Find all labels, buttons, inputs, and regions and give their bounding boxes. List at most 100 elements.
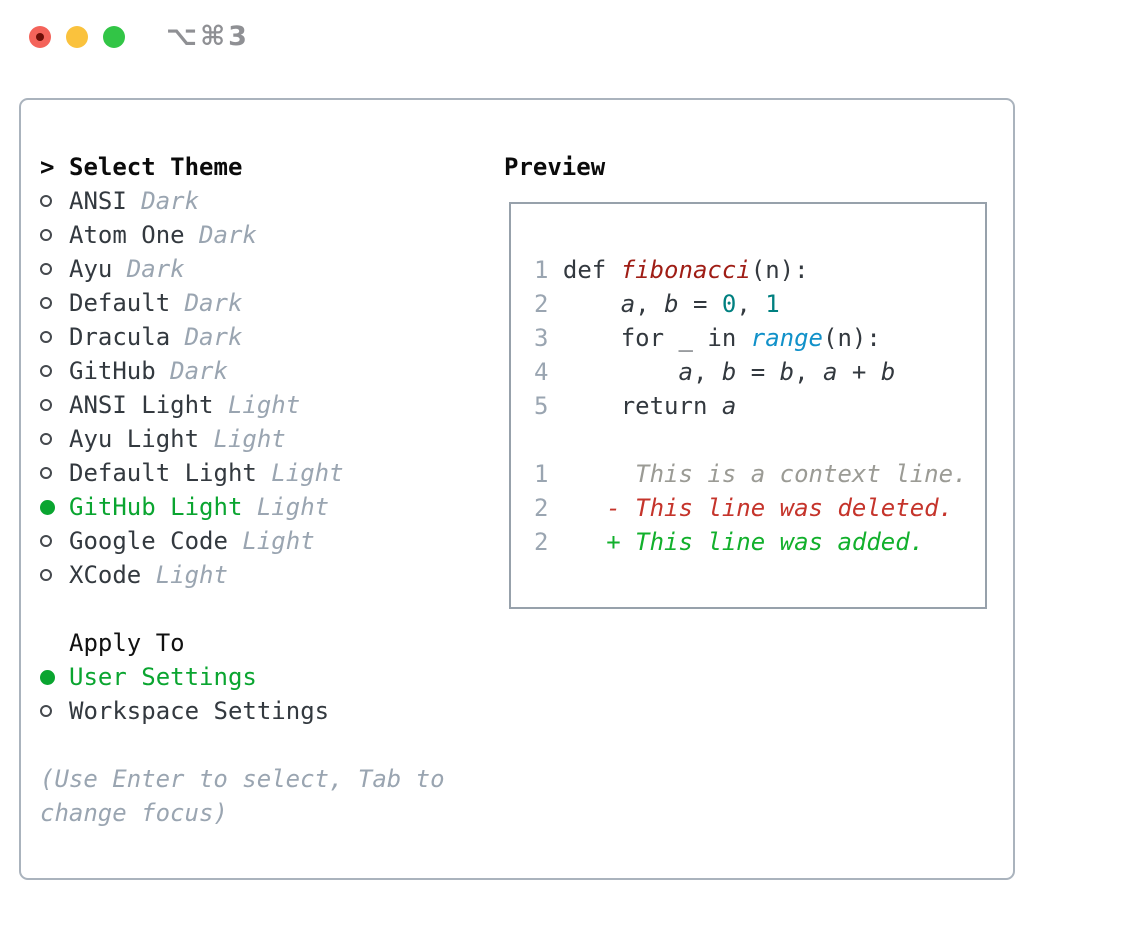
radio-cell bbox=[40, 524, 69, 558]
radio-cell bbox=[40, 660, 69, 694]
theme-variant: Light bbox=[242, 493, 330, 521]
code-token: = bbox=[678, 290, 722, 318]
radio-cell bbox=[40, 558, 69, 592]
code-token: , bbox=[736, 290, 766, 318]
code-token: (n): bbox=[750, 256, 809, 284]
theme-option[interactable]: GitHub Dark bbox=[40, 354, 445, 388]
code-token: = bbox=[736, 358, 780, 386]
radio-icon bbox=[40, 331, 52, 343]
theme-option[interactable]: Ayu Dark bbox=[40, 252, 445, 286]
hint-text: change focus) bbox=[40, 799, 228, 827]
code-token: range bbox=[750, 324, 823, 352]
apply-to-option[interactable]: Workspace Settings bbox=[40, 694, 445, 728]
theme-option[interactable]: GitHub Light Light bbox=[40, 490, 445, 524]
line-number: 3 bbox=[534, 324, 549, 352]
radio-icon bbox=[40, 195, 52, 207]
theme-option[interactable]: Dracula Dark bbox=[40, 320, 445, 354]
gutter-space bbox=[548, 324, 562, 352]
code-line: 4 a, b = b, a + b bbox=[534, 355, 967, 389]
radio-cell bbox=[40, 694, 69, 728]
theme-option[interactable]: Default Dark bbox=[40, 286, 445, 320]
theme-variant: Dark bbox=[170, 289, 243, 317]
theme-variant: Light bbox=[256, 459, 344, 487]
theme-label: ANSI bbox=[69, 187, 127, 215]
minimize-button[interactable] bbox=[66, 26, 88, 48]
theme-variant: Light bbox=[141, 561, 228, 589]
code-token: 1 bbox=[765, 290, 780, 318]
code-token bbox=[563, 358, 679, 386]
code-token: def bbox=[562, 256, 621, 284]
radio-icon bbox=[40, 467, 52, 479]
code-token: + bbox=[837, 358, 881, 386]
radio-icon bbox=[40, 705, 52, 717]
gutter-space bbox=[548, 392, 562, 420]
theme-variant: Dark bbox=[170, 323, 243, 351]
close-button[interactable] bbox=[29, 26, 51, 48]
code-token: b bbox=[664, 290, 679, 318]
theme-option[interactable]: ANSI Light Light bbox=[40, 388, 445, 422]
code-token: a bbox=[721, 392, 737, 420]
gutter-space bbox=[548, 256, 562, 284]
apply-to-header: Apply To bbox=[40, 626, 445, 660]
preview-title: Preview bbox=[504, 153, 606, 181]
radio-icon bbox=[40, 399, 52, 411]
code-token: a bbox=[678, 358, 693, 386]
theme-label: Google Code bbox=[69, 527, 228, 555]
gutter-space bbox=[548, 290, 562, 318]
radio-icon bbox=[40, 433, 52, 445]
apply-option-label: Workspace Settings bbox=[69, 697, 330, 725]
menu-spacer bbox=[40, 728, 445, 762]
code-token: - This line was deleted. bbox=[562, 494, 954, 522]
theme-option[interactable]: XCode Light bbox=[40, 558, 445, 592]
radio-cell bbox=[40, 456, 69, 490]
theme-option[interactable]: Atom One Dark bbox=[40, 218, 445, 252]
theme-variant: Light bbox=[213, 391, 301, 419]
theme-label: Default Light bbox=[69, 459, 257, 487]
header-prefix-cell: > bbox=[40, 150, 69, 184]
theme-variant: Dark bbox=[184, 221, 257, 249]
theme-option[interactable]: Google Code Light bbox=[40, 524, 445, 558]
line-number: 4 bbox=[534, 358, 549, 386]
keyboard-hint: change focus) bbox=[40, 796, 445, 830]
radio-cell bbox=[40, 320, 69, 354]
theme-option[interactable]: Ayu Light Light bbox=[40, 422, 445, 456]
theme-option[interactable]: ANSI Dark bbox=[40, 184, 445, 218]
code-token: , bbox=[635, 290, 665, 318]
gutter-space bbox=[548, 494, 562, 522]
radio-icon bbox=[40, 229, 52, 241]
radio-selected-icon bbox=[40, 499, 55, 515]
theme-variant: Light bbox=[199, 425, 286, 453]
code-token: b bbox=[779, 358, 795, 386]
diff-line: 2 + This line was added. bbox=[534, 525, 967, 559]
code-token bbox=[563, 290, 621, 318]
theme-option[interactable]: Default Light Light bbox=[40, 456, 445, 490]
theme-variant: Dark bbox=[112, 255, 185, 283]
radio-icon bbox=[40, 297, 52, 309]
radio-cell bbox=[40, 286, 69, 320]
apply-to-option[interactable]: User Settings bbox=[40, 660, 445, 694]
code-token: , bbox=[692, 358, 722, 386]
gutter-space bbox=[548, 528, 562, 556]
theme-label: Dracula bbox=[69, 323, 171, 351]
radio-cell bbox=[40, 490, 69, 524]
radio-icon bbox=[40, 569, 52, 581]
zoom-button[interactable] bbox=[103, 26, 125, 48]
code-token: a bbox=[620, 290, 636, 318]
diff-line: 1 This is a context line. bbox=[534, 457, 967, 491]
theme-variant: Light bbox=[227, 527, 315, 555]
line-number: 1 bbox=[534, 460, 549, 488]
code-token: (n): bbox=[823, 324, 881, 352]
window-titlebar: ⌥⌘3 bbox=[0, 0, 1140, 74]
window-shortcut-label: ⌥⌘3 bbox=[166, 21, 250, 52]
radio-icon bbox=[40, 365, 52, 377]
code-token: , bbox=[794, 358, 824, 386]
apply-option-label: User Settings bbox=[69, 663, 257, 691]
diff-line: 2 - This line was deleted. bbox=[534, 491, 967, 525]
theme-label: ANSI Light bbox=[69, 391, 214, 419]
menu-title: Select Theme bbox=[69, 153, 243, 181]
code-token: b bbox=[721, 358, 737, 386]
code-token: for _ in bbox=[562, 324, 751, 352]
radio-cell bbox=[40, 252, 69, 286]
